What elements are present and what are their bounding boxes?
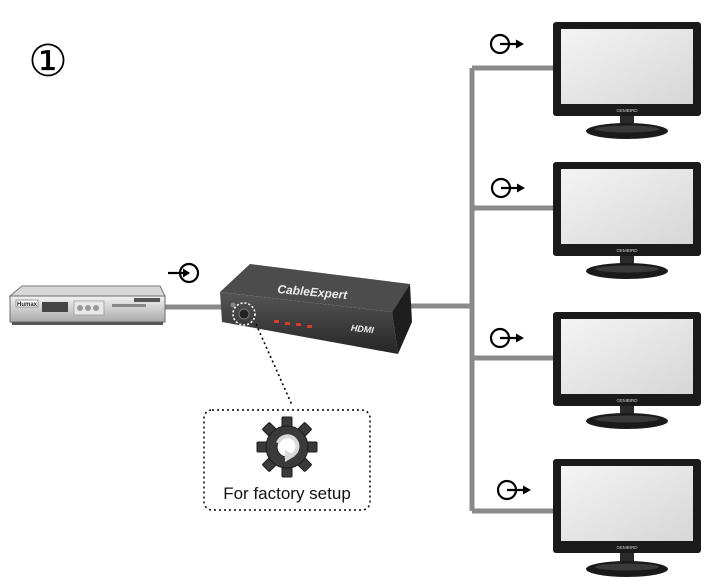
monitor-4: GEMBIRD xyxy=(553,459,701,577)
monitor-4-brand: GEMBIRD xyxy=(616,545,638,550)
output-port-icon xyxy=(490,177,525,199)
step-number: ① xyxy=(28,36,68,87)
input-port-icon xyxy=(168,262,200,284)
monitor-3-brand: GEMBIRD xyxy=(616,398,638,403)
source-device: Humax xyxy=(8,285,166,325)
callout-leader-line xyxy=(255,323,293,406)
gear-reset-icon xyxy=(256,416,318,478)
output-port-icons xyxy=(489,33,531,501)
hdmi-logo: HDMI xyxy=(350,323,374,335)
factory-setup-label: For factory setup xyxy=(223,484,351,503)
cables xyxy=(160,65,560,514)
monitor-1: GEMBIRD xyxy=(553,22,701,139)
monitor-2: GEMBIRD xyxy=(553,162,701,279)
output-port-icon xyxy=(489,33,524,55)
source-device-brand: Humax xyxy=(17,302,38,308)
monitor-3: GEMBIRD xyxy=(553,312,701,429)
monitor-1-brand: GEMBIRD xyxy=(616,108,638,113)
output-port-icon xyxy=(496,479,531,501)
splitter-brand: CableExpert xyxy=(277,282,349,302)
factory-setup-button[interactable] xyxy=(238,308,250,320)
hdmi-splitter: CableExpert HDMI xyxy=(220,264,412,354)
monitor-2-brand: GEMBIRD xyxy=(616,248,638,253)
factory-button-highlight xyxy=(232,302,256,326)
output-port-icon xyxy=(489,327,524,349)
